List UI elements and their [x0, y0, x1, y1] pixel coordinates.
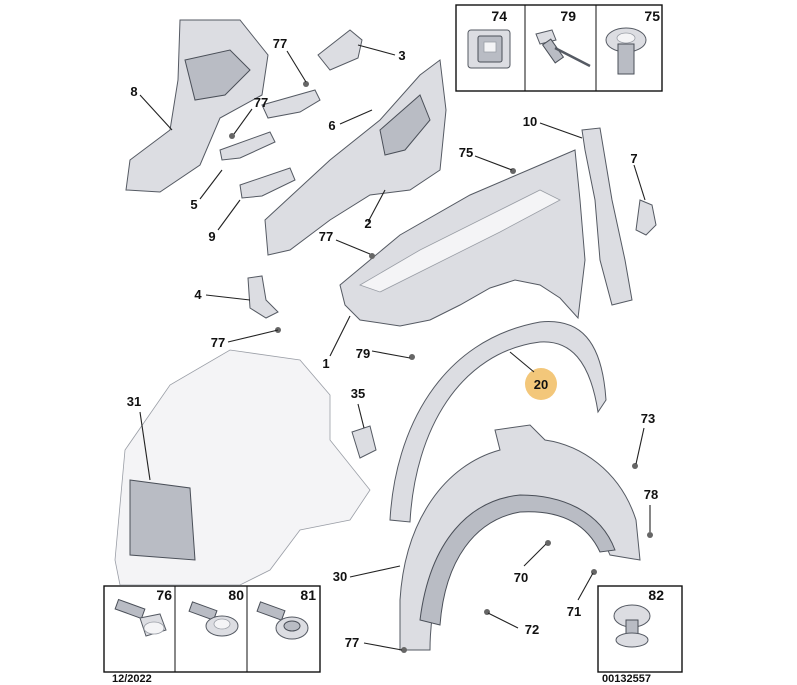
bottom-left-box-label: 76 — [156, 587, 172, 603]
callout-label: 3 — [398, 48, 405, 63]
top-box-label: 74 — [491, 8, 507, 24]
stud-icon — [613, 604, 651, 648]
top-box-label: 75 — [644, 8, 660, 24]
bottom-left-hardware-box: 76 80 81 — [103, 585, 321, 673]
top-box-label: 79 — [560, 8, 576, 24]
leader-lines — [139, 44, 651, 651]
apron-rail-shadow — [379, 94, 431, 156]
highlight-circle — [525, 368, 557, 400]
rail-bracket-illustration — [125, 19, 269, 193]
footer-date: 12/2022 — [112, 673, 152, 685]
callout-label: 77 — [273, 36, 287, 51]
callout-label: 2 — [364, 216, 371, 231]
small-bracket-illustration — [239, 167, 296, 199]
rivet-icon — [535, 29, 591, 68]
callout-label: 75 — [459, 145, 473, 160]
bottom-left-box-label: 80 — [228, 587, 244, 603]
callout-label: 10 — [523, 114, 537, 129]
bottom-right-box-label: 82 — [648, 587, 664, 603]
bottom-right-box-frame — [597, 585, 683, 673]
bolt-icon — [256, 601, 309, 640]
callout-label: 1 — [322, 356, 329, 371]
callout-label: 77 — [211, 335, 225, 350]
callout-label: 73 — [641, 411, 655, 426]
top-hardware-box: 74 79 75 — [455, 4, 663, 92]
apron-rail-illustration — [264, 59, 447, 256]
callout-label: 77 — [345, 635, 359, 650]
fender-highlight — [359, 189, 561, 293]
callout-label: 31 — [127, 394, 141, 409]
side-bracket-illustration — [635, 199, 657, 236]
screw-icon — [605, 27, 647, 75]
callout-label-highlighted: 20 — [534, 377, 548, 392]
callout-label: 5 — [190, 197, 197, 212]
wheel-arch-trim-illustration — [389, 321, 607, 523]
wheelhouse-panel — [129, 479, 196, 561]
fastener-dots — [229, 81, 653, 653]
callout-labels: 77 3 8 77 6 5 9 2 10 75 7 77 4 77 1 79 2… — [127, 36, 658, 650]
callout-label: 79 — [356, 346, 370, 361]
small-bracket-illustration — [261, 89, 321, 119]
lower-bracket-illustration — [247, 275, 279, 319]
upper-bracket-illustration — [317, 29, 363, 71]
bottom-right-hardware-box: 82 — [597, 585, 683, 673]
callout-label: 70 — [514, 570, 528, 585]
small-bracket-illustration — [219, 131, 276, 161]
bolt-icon — [188, 601, 239, 637]
liner-inner-face — [419, 494, 616, 626]
bolt-icon — [114, 598, 167, 637]
callout-label: 9 — [208, 229, 215, 244]
callout-label: 4 — [194, 287, 202, 302]
fender-liner-strip-illustration — [581, 127, 633, 306]
bottom-left-box-label: 81 — [300, 587, 316, 603]
callout-label: 71 — [567, 604, 581, 619]
callout-label: 72 — [525, 622, 539, 637]
callout-label: 77 — [319, 229, 333, 244]
callout-label: 78 — [644, 487, 658, 502]
clip-nut-icon — [467, 29, 511, 69]
callout-label: 30 — [333, 569, 347, 584]
clip-bracket-illustration — [351, 425, 377, 459]
callout-label: 77 — [254, 95, 268, 110]
footer-reference: 00132557 — [602, 673, 651, 685]
callout-label: 7 — [630, 151, 637, 166]
rail-bracket-shadow — [184, 49, 251, 101]
callout-label: 6 — [328, 118, 335, 133]
callout-label: 8 — [130, 84, 137, 99]
callout-label: 35 — [351, 386, 365, 401]
